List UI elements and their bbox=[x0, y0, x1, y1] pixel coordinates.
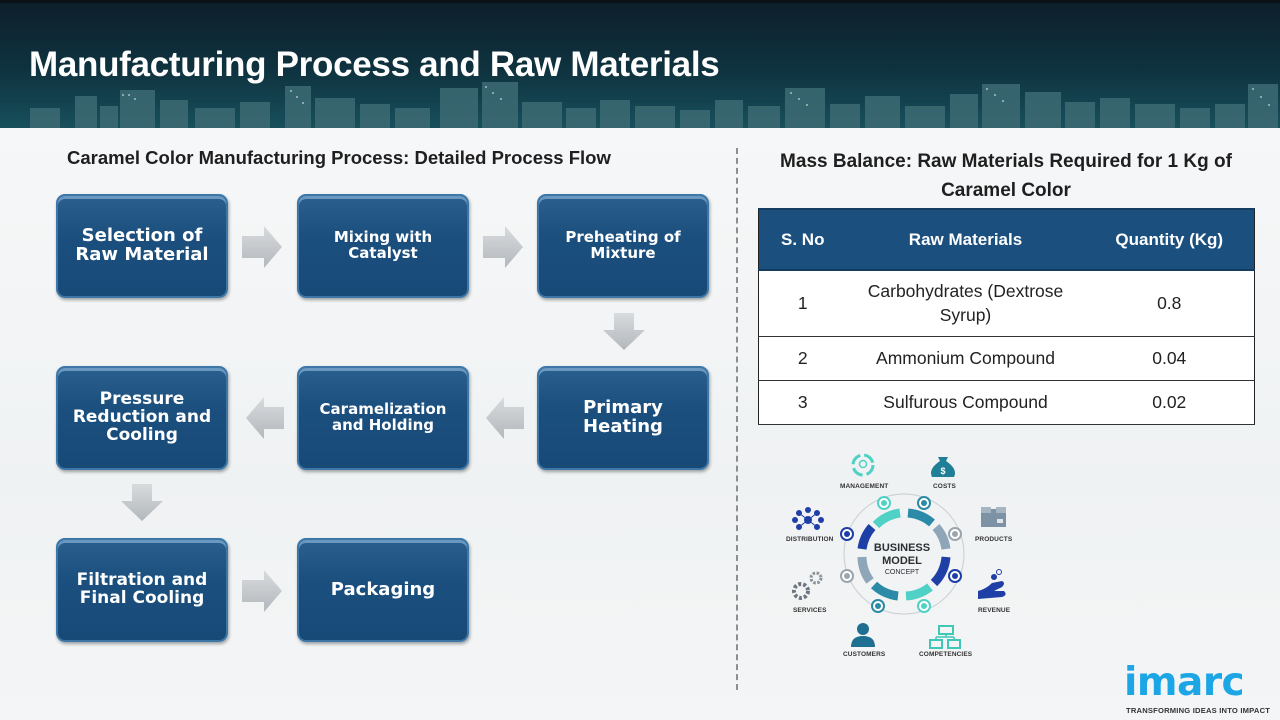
step-text: Packaging bbox=[330, 578, 436, 600]
step-text: Preheating of bbox=[565, 228, 681, 247]
step-text: Cooling bbox=[106, 424, 178, 445]
column-header-sno: S. No bbox=[758, 208, 847, 271]
step-packaging: Packaging bbox=[297, 538, 469, 642]
logo-tagline: TRANSFORMING IDEAS INTO IMPACT bbox=[1126, 706, 1271, 715]
arrow-right-icon bbox=[242, 226, 282, 268]
step-text: Reduction and bbox=[72, 407, 212, 428]
business-model-center-line2: MODEL bbox=[882, 555, 922, 567]
label-management: MANAGEMENT bbox=[840, 483, 889, 490]
table-row: 1 Carbohydrates (Dextrose Syrup) 0.8 bbox=[758, 270, 1255, 337]
column-header-quantity: Quantity (Kg) bbox=[1084, 208, 1255, 271]
step-text: Pressure bbox=[99, 389, 185, 410]
imarc-logo: imarc TRANSFORMING IDEAS INTO IMPACT bbox=[1124, 652, 1274, 716]
label-revenue: REVENUE bbox=[978, 607, 1011, 614]
step-text: and Holding bbox=[331, 416, 435, 434]
cell-quantity: 0.8 bbox=[1084, 270, 1255, 337]
products-icon bbox=[981, 507, 1006, 527]
step-text: Raw Material bbox=[75, 244, 209, 265]
step-text: Mixing with bbox=[333, 228, 433, 247]
label-costs: COSTS bbox=[933, 483, 956, 490]
mass-balance-title: Mass Balance: Raw Materials Required for… bbox=[748, 147, 1264, 205]
cell-quantity: 0.04 bbox=[1084, 336, 1255, 381]
label-customers: CUSTOMERS bbox=[843, 651, 886, 658]
cell-material-line: Carbohydrates (Dextrose bbox=[867, 281, 1064, 302]
business-model-graphic: $ bbox=[780, 445, 1030, 667]
header-banner: Manufacturing Process and Raw Materials bbox=[0, 0, 1280, 128]
page-title: Manufacturing Process and Raw Materials bbox=[29, 45, 720, 84]
svg-text:$: $ bbox=[940, 466, 945, 476]
customers-icon bbox=[851, 623, 875, 647]
arrow-right-icon bbox=[242, 570, 282, 612]
step-text: Filtration and bbox=[76, 570, 208, 591]
step-text: Catalyst bbox=[348, 244, 418, 262]
step-text: Heating bbox=[583, 416, 663, 437]
process-flow-title: Caramel Color Manufacturing Process: Det… bbox=[67, 147, 611, 168]
section-divider bbox=[736, 148, 738, 690]
table-header-row: S. No Raw Materials Quantity (Kg) bbox=[758, 208, 1255, 271]
label-products: PRODUCTS bbox=[975, 536, 1013, 543]
mass-balance-title-line: Caramel Color bbox=[941, 180, 1071, 201]
cell-sno: 3 bbox=[758, 380, 847, 425]
revenue-icon bbox=[978, 569, 1006, 599]
cell-material-line: Syrup) bbox=[939, 305, 992, 326]
cell-sno: 1 bbox=[758, 270, 847, 337]
services-icon bbox=[792, 571, 823, 600]
label-competencies: COMPETENCIES bbox=[919, 651, 973, 658]
cell-sno: 2 bbox=[758, 336, 847, 381]
table-row: 2 Ammonium Compound 0.04 bbox=[758, 336, 1255, 381]
cell-material: Sulfurous Compound bbox=[846, 380, 1085, 425]
cell-material: Carbohydrates (Dextrose Syrup) bbox=[846, 270, 1085, 337]
business-model-center-line3: CONCEPT bbox=[885, 569, 920, 576]
city-skyline-graphic bbox=[30, 82, 1278, 128]
business-model-center-line1: BUSINESS bbox=[874, 542, 930, 554]
cell-quantity: 0.02 bbox=[1084, 380, 1255, 425]
cell-material: Ammonium Compound bbox=[846, 336, 1085, 381]
arrow-down-icon bbox=[603, 313, 645, 350]
logo-wordmark: imarc bbox=[1124, 660, 1245, 705]
step-text: Caramelization bbox=[319, 400, 447, 419]
arrow-right-icon bbox=[483, 226, 523, 268]
management-icon bbox=[851, 453, 875, 477]
step-text: Mixture bbox=[590, 244, 656, 262]
table-row: 3 Sulfurous Compound 0.02 bbox=[758, 380, 1255, 425]
column-header-raw-materials: Raw Materials bbox=[846, 208, 1085, 271]
step-text: Selection of bbox=[81, 225, 203, 247]
arrow-down-icon bbox=[121, 484, 163, 521]
label-distribution: DISTRIBUTION bbox=[786, 536, 834, 543]
arrow-left-icon bbox=[246, 397, 284, 439]
business-model-wheel: $ bbox=[792, 453, 1006, 649]
step-text: Final Cooling bbox=[79, 588, 205, 608]
step-text: Primary bbox=[583, 397, 663, 419]
raw-materials-table: S. No Raw Materials Quantity (Kg) 1 Carb… bbox=[758, 208, 1255, 425]
distribution-icon bbox=[792, 507, 824, 530]
costs-icon: $ bbox=[931, 457, 955, 477]
competencies-icon bbox=[929, 625, 961, 649]
mass-balance-title-line: Mass Balance: Raw Materials Required for… bbox=[780, 151, 1232, 172]
label-services: SERVICES bbox=[793, 607, 827, 614]
arrow-left-icon bbox=[486, 397, 524, 439]
